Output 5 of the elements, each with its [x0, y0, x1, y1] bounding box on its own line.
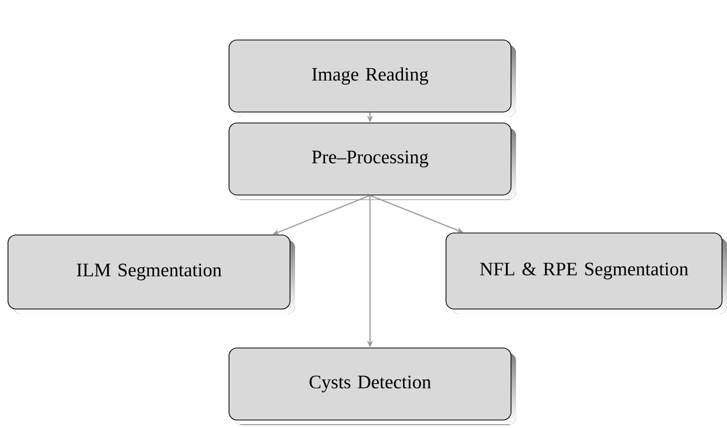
process-box: Pre–Processing: [228, 122, 516, 200]
process-box: ILM Segmentation: [8, 234, 295, 314]
process-box: Image Reading: [228, 40, 516, 117]
process-box: NFL & RPE Segmentation: [446, 232, 727, 314]
process-box: Cysts Detection: [228, 348, 516, 425]
